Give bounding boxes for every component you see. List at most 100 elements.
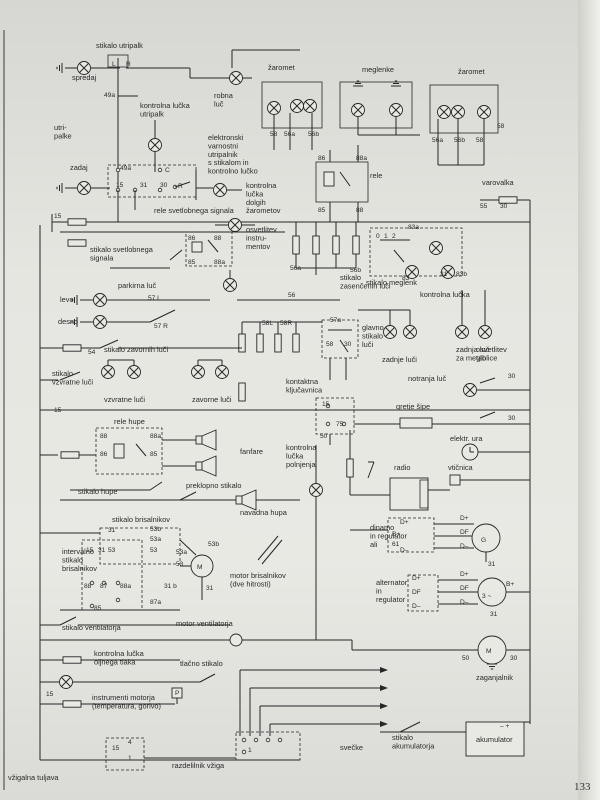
brake-lamp-2-icon (215, 365, 229, 379)
label-motor-ventilatorja: motor ventilatorja (176, 619, 234, 628)
turn-indicator-lamp-icon (148, 138, 162, 152)
headlamp-left (261, 81, 323, 150)
pin-p88a: 88a (356, 155, 367, 162)
headlamp-right (429, 84, 499, 166)
label-rele: rele (370, 171, 382, 180)
pin-p86h: 86 (100, 451, 108, 458)
interior-light-icon (463, 383, 477, 397)
label-desno: desno (58, 317, 78, 326)
pin-pSw1: 1 (384, 233, 388, 240)
rear-turn-lamp-icon (77, 181, 91, 195)
pin-p85h: 85 (150, 451, 158, 458)
pin-p15: 15 (116, 182, 124, 189)
pin-p85b: 85 (188, 259, 196, 266)
pin-p88: 88 (356, 207, 364, 214)
socket-icon (449, 474, 461, 486)
pin-p4: 4 (128, 739, 132, 746)
pin-pL: L (112, 61, 116, 68)
pin-p1r: 1 (248, 747, 252, 754)
pin-p55: 55 (480, 203, 488, 210)
pin-pb85: 85 (94, 605, 102, 612)
label-meglenke: meglenke (362, 65, 394, 74)
plate-light-icon (478, 325, 492, 339)
label-vzigalna-tuljava: vžigalna tuljava (8, 773, 59, 782)
pin-pb87a: 87a (150, 599, 161, 606)
label-vticnica: vtičnica (448, 463, 474, 472)
headlamp-right-low-icon (437, 105, 451, 119)
pin-p56: 56 (288, 292, 296, 299)
label-tlacno-stikalo: tlačno stikalo (180, 659, 223, 668)
pin-paBp: B+ (506, 581, 514, 588)
pin-pmot50: 50 (462, 655, 470, 662)
pin-pdBp: B+ (392, 531, 400, 538)
switch-illumination-icon (223, 278, 237, 292)
pin-p88ab: 88a (214, 259, 225, 266)
label-akumulator: akumulator (476, 735, 513, 744)
label-rele-svetlobnega: rele svetlobnega signala (154, 206, 235, 215)
oil-pressure-lamp-icon (59, 675, 73, 689)
pin-p56a: 56a (284, 131, 295, 138)
pin-pM: M (197, 564, 203, 571)
interior-consumers (399, 377, 530, 486)
pin-p56b: 56b (308, 131, 319, 138)
alternator-icon (477, 577, 507, 607)
pin-p31b: 31 (440, 271, 448, 278)
label-parkirna-luc: parkirna luč (118, 281, 157, 290)
pin-pm53a: 53a (176, 549, 187, 556)
pin-pm53b: 53b (208, 541, 219, 548)
fanfare-2-icon (195, 455, 217, 477)
pin-pdDF: DF (460, 529, 469, 536)
pin-pb31i: 31 (98, 547, 106, 554)
pin-pb31b: 31 b (164, 583, 177, 590)
pin-p30r2: 30 (508, 415, 516, 422)
pin-p30g: 30 (344, 341, 352, 348)
brake-lamp-1-icon (191, 365, 205, 379)
headlamp-right-high-icon (451, 105, 465, 119)
pin-p49a-b: 49a (120, 165, 131, 172)
label-stikalo-meglenk: stikalo meglenk (366, 278, 417, 287)
pin-p58b: 58 (497, 123, 505, 130)
pin-pa31: 31 (490, 611, 498, 618)
oil-pressure-section (40, 656, 216, 708)
normal-horn-icon (235, 489, 257, 511)
headlamp-right-parking-icon (477, 105, 491, 119)
pin-p83b: 83b (456, 271, 467, 278)
pin-pb15: 15 (86, 547, 94, 554)
position-lamp-icon (229, 71, 243, 85)
label-kontrolna-lucka: kontrolna lučka (420, 290, 471, 299)
label-zadnje-luci: zadnje luči (382, 355, 417, 364)
fog-indicator-icon (429, 241, 443, 255)
pin-p30r1: 30 (508, 373, 516, 380)
tail-left-icon (383, 325, 397, 339)
pin-paDp: D+ (412, 575, 421, 582)
parking-left-icon (93, 293, 107, 307)
label-stikalo-hupe: stikalo hupe (78, 487, 117, 496)
pin-p15i: 15 (46, 691, 54, 698)
parking-right-icon (93, 315, 107, 329)
pin-p88h: 88 (100, 433, 108, 440)
starter-section (351, 635, 530, 670)
pin-paDF2: DF (460, 585, 469, 592)
page-number: 133 (574, 781, 591, 793)
flash-relay (110, 231, 233, 269)
label-stikalo-utripalk: stikalo utripalk (96, 41, 143, 50)
battery-section (380, 720, 531, 757)
ignition-coil-icon (105, 737, 145, 771)
tail-right-icon (403, 325, 417, 339)
pin-pR: R (126, 61, 131, 68)
high-beam-indicator-icon (213, 183, 227, 197)
ignition-coil (105, 737, 236, 771)
